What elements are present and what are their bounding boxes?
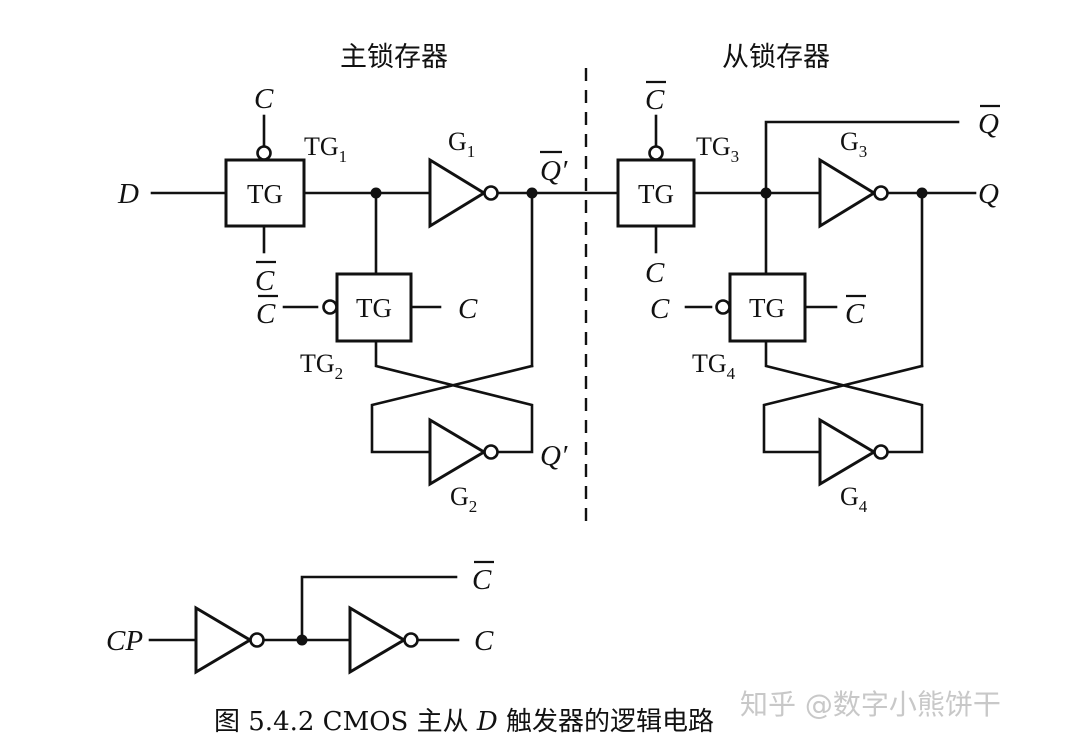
tg3-c-bar-control-label: C: [645, 80, 666, 116]
tg3-box-label: TG: [638, 179, 674, 209]
g3-label: G3: [840, 127, 867, 161]
g3-output-bubble: [873, 185, 889, 201]
tg1-c-control-label: C: [254, 83, 274, 115]
tg2-control-bubble: [322, 299, 338, 315]
tg3-label: TG3: [696, 132, 739, 166]
svg-text:C: C: [845, 298, 865, 330]
tg4-control-bubble: [715, 299, 731, 315]
g4-label: G4: [840, 482, 868, 516]
zhihu-watermark: 知乎 @数字小熊饼干: [740, 688, 1001, 721]
q-node-dot: [916, 187, 928, 199]
tg2-box-label: TG: [356, 293, 392, 323]
tg2-c-bar-control-label: C: [256, 294, 278, 330]
tg2-transmission-gate: TG: [322, 272, 413, 343]
g4-inverter: [818, 417, 889, 487]
svg-text:Q: Q: [978, 108, 999, 140]
tg3-transmission-gate: TG: [616, 145, 696, 228]
cp-input-label: CP: [106, 625, 143, 657]
slave-node-dot: [760, 187, 772, 199]
d-input-label: D: [117, 178, 139, 210]
q-bar-prime-node-dot: [526, 187, 538, 199]
figure-caption: 图 5.4.2 CMOS 主从 D 触发器的逻辑电路: [214, 707, 714, 737]
master-latch-heading: 主锁存器: [340, 42, 448, 73]
svg-text:C: C: [256, 298, 276, 330]
clock-inverter-1: [194, 605, 265, 675]
g2-output-bubble: [483, 444, 499, 460]
svg-text:C: C: [255, 265, 275, 297]
slave-latch-wires: [654, 114, 977, 454]
clock-inverter-2: [348, 605, 419, 675]
g4-output-bubble: [873, 444, 889, 460]
tg2-c-control-label: C: [458, 293, 478, 325]
c-clock-output-label: C: [474, 625, 494, 657]
c-bar-clock-output-label: C: [472, 560, 494, 596]
tg3-c-control-label: C: [645, 257, 665, 289]
g1-label: G1: [448, 127, 475, 161]
tg1-control-bubble: [256, 145, 272, 161]
tg1-transmission-gate: TG: [224, 145, 306, 228]
g1-output-bubble: [483, 185, 499, 201]
tg4-c-control-label: C: [650, 293, 670, 325]
q-output-label: Q: [978, 178, 999, 210]
slave-latch-heading: 从锁存器: [722, 42, 830, 73]
tg1-c-bar-control-label: C: [255, 260, 276, 297]
tg2-label: TG2: [300, 349, 343, 383]
g2-inverter: [428, 417, 499, 487]
svg-text:C: C: [645, 84, 665, 116]
tg4-c-bar-control-label: C: [845, 294, 866, 330]
q-bar-prime-label: Q′: [540, 150, 568, 187]
master-latch-wires: [150, 114, 620, 454]
tg1-box-label: TG: [247, 179, 283, 209]
svg-text:C: C: [472, 564, 492, 596]
svg-text:Q′: Q′: [540, 155, 568, 187]
q-prime-label: Q′: [540, 440, 568, 472]
master-node-dot: [370, 187, 382, 199]
g2-label: G2: [450, 482, 477, 516]
tg1-label: TG1: [304, 132, 347, 166]
tg4-box-label: TG: [749, 293, 785, 323]
q-bar-output-label: Q: [978, 104, 1000, 140]
g1-inverter: [428, 157, 499, 229]
tg4-label: TG4: [692, 349, 736, 383]
clock-node-dot: [296, 634, 308, 646]
tg3-control-bubble: [648, 145, 664, 161]
g3-inverter: [818, 157, 889, 229]
tg4-transmission-gate: TG: [715, 272, 807, 343]
